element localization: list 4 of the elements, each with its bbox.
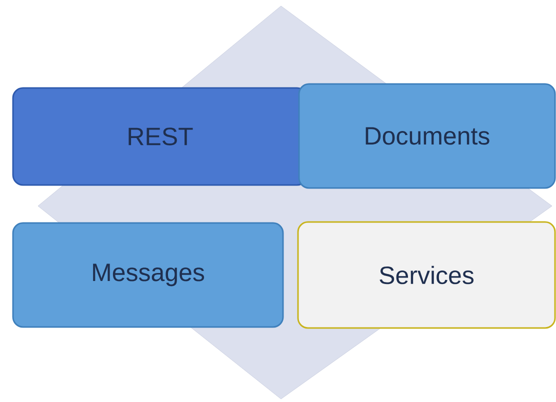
rounded-box: Messages [12, 222, 284, 328]
rounded-box: Services [297, 221, 556, 329]
rounded-box: REST [12, 87, 308, 186]
rounded-box: Documents [298, 83, 556, 189]
